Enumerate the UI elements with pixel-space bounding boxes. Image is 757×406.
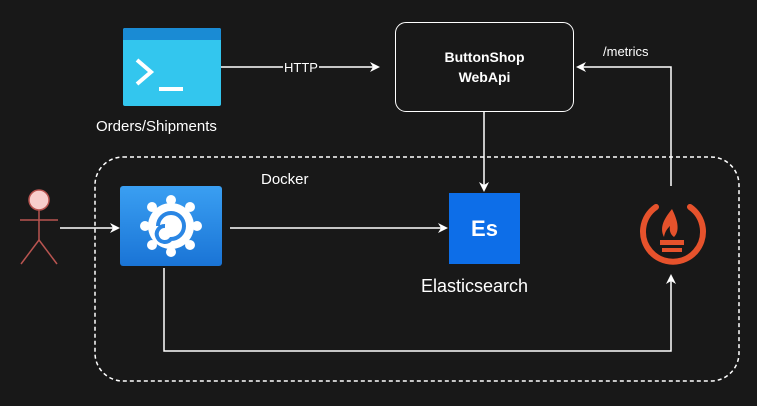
terminal-prompt-glyph — [135, 58, 183, 91]
edge-prometheus-to-webapi — [576, 62, 672, 186]
webapi-node[interactable]: ButtonShop WebApi — [395, 22, 574, 112]
grafana-icon[interactable] — [120, 186, 222, 266]
edge-label-metrics: /metrics — [603, 44, 649, 59]
prometheus-logo-glyph — [640, 204, 706, 265]
docker-group-boundary — [94, 156, 740, 382]
elasticsearch-label: Elasticsearch — [421, 276, 529, 296]
docker-group-label: Docker — [261, 171, 309, 188]
grafana-logo-glyph — [140, 195, 202, 257]
user-actor-glyph — [20, 189, 58, 265]
prometheus-icon[interactable] — [634, 193, 710, 269]
edge-label-http: HTTP — [283, 60, 319, 75]
edge-grafana-to-prometheus — [163, 268, 676, 352]
elasticsearch-icon[interactable]: Es — [449, 193, 520, 264]
user-actor-icon[interactable] — [18, 188, 60, 268]
elasticsearch-icon-text: Es — [471, 215, 498, 241]
terminal-title-bar — [123, 28, 221, 40]
webapi-title-line1: ButtonShop — [444, 49, 525, 65]
webapi-title-line2: WebApi — [458, 69, 511, 85]
client-label: Orders/Shipments — [96, 118, 217, 135]
terminal-icon[interactable] — [123, 28, 221, 106]
